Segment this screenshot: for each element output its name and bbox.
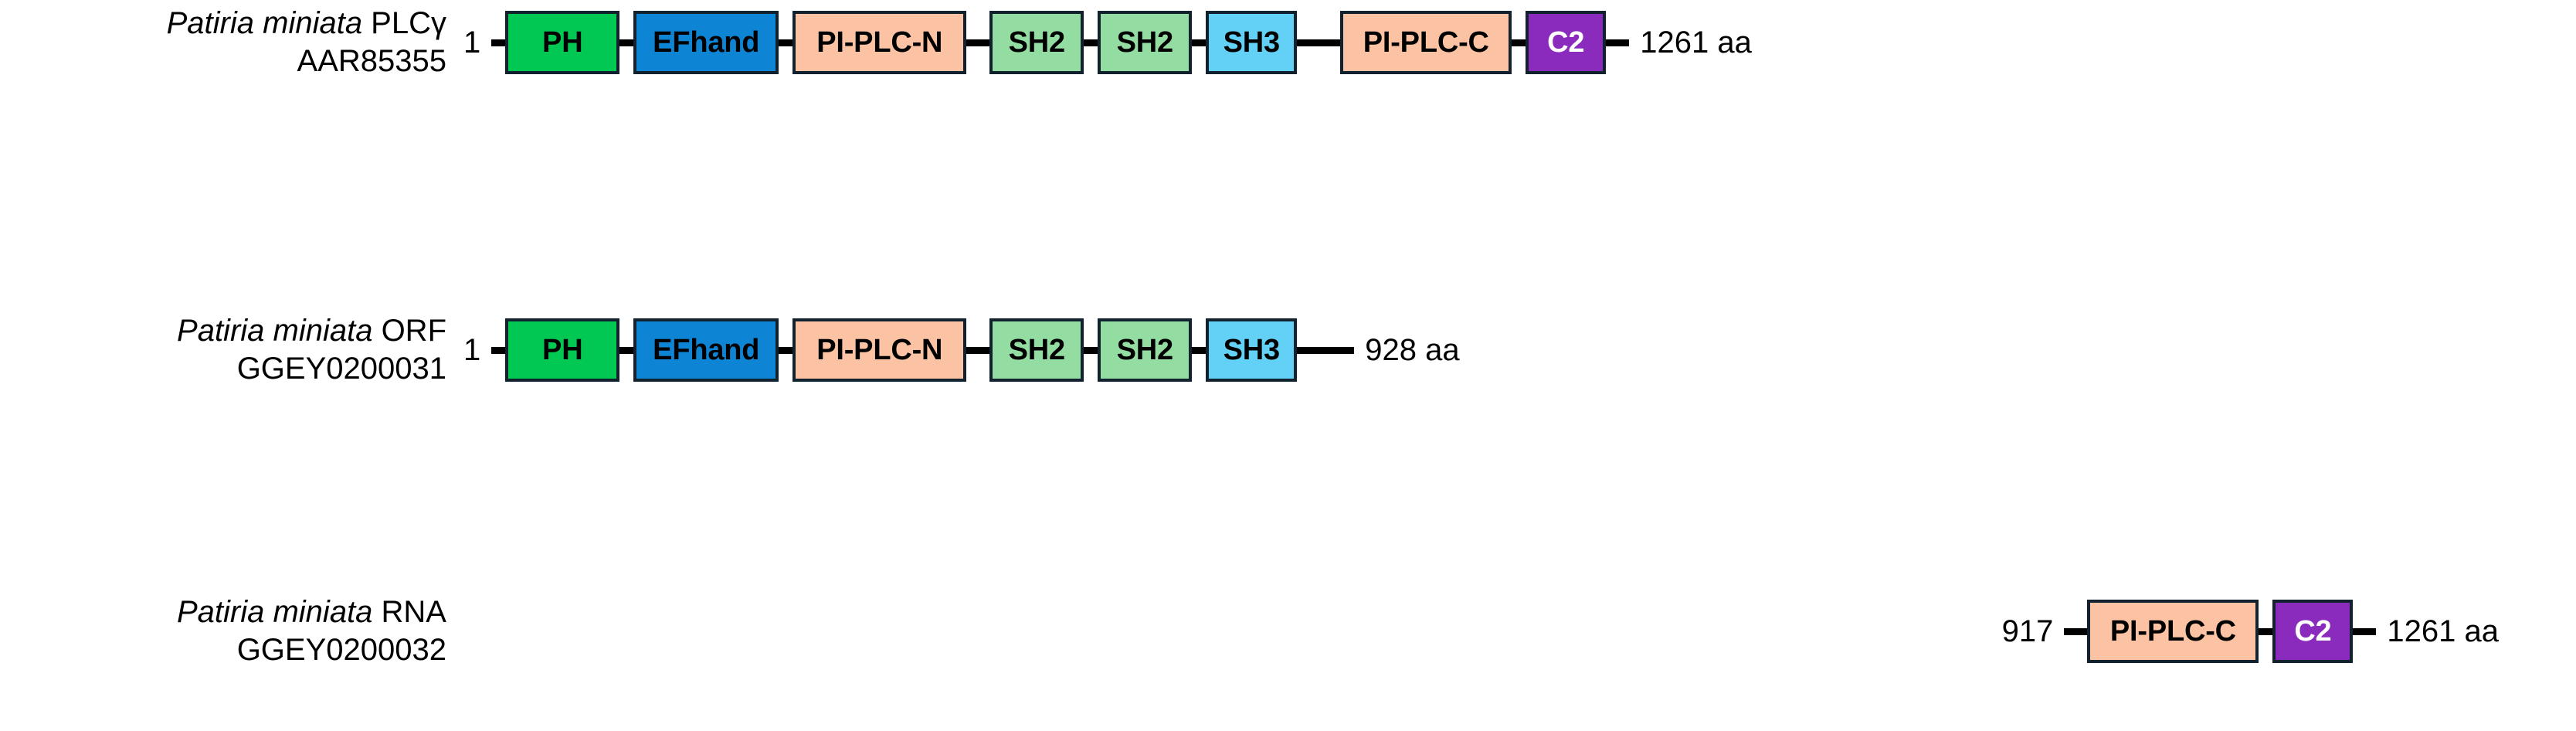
domain-label: SH2 — [1116, 333, 1174, 366]
domain-label: PH — [542, 333, 583, 366]
connector-line — [2259, 627, 2273, 635]
domain-track-orf: 1 PH EFhand PI-PLC-N SH2 SH2 SH3 928 aa — [463, 308, 2576, 393]
accession-number: GGEY0200031 — [236, 352, 446, 386]
connector-line — [779, 39, 793, 46]
domain-box-ph: PH — [505, 318, 620, 382]
domain-label: PH — [542, 26, 583, 59]
domain-box-c2: C2 — [1526, 11, 1607, 74]
protein-name-suffix: RNA — [372, 595, 446, 630]
start-position-label: 1 — [463, 332, 481, 367]
domain-label: SH2 — [1008, 333, 1066, 366]
protein-name-suffix: PLCγ — [362, 6, 446, 41]
end-position-label: 1261 aa — [1640, 25, 1752, 60]
protein-name-line: Patiria miniata PLCγ — [0, 5, 446, 42]
domain-box-pi-plc-c: PI-PLC-C — [1340, 11, 1512, 74]
domain-box-sh2-first: SH2 — [989, 11, 1084, 74]
domain-box-pi-plc-n: PI-PLC-N — [792, 318, 967, 382]
domain-label: SH2 — [1116, 26, 1174, 59]
domain-label: EFhand — [653, 26, 760, 59]
domain-label: C2 — [1547, 26, 1585, 59]
protein-label-rna: Patiria miniata RNA GGEY0200032 — [0, 593, 463, 669]
connector-line — [1192, 39, 1207, 46]
connector-line — [966, 39, 990, 46]
species-name: Patiria miniata — [177, 314, 373, 348]
start-position-label: 1 — [463, 25, 481, 60]
domain-box-pi-plc-c: PI-PLC-C — [2087, 600, 2259, 663]
protein-name-line: Patiria miniata ORF — [0, 312, 446, 350]
species-name: Patiria miniata — [166, 6, 363, 41]
protein-row-rna: Patiria miniata RNA GGEY0200032 917 PI-P… — [0, 589, 2576, 674]
domain-label: EFhand — [653, 333, 760, 366]
domain-box-sh3: SH3 — [1206, 318, 1298, 382]
connector-line — [1297, 346, 1355, 354]
domain-box-sh2-second: SH2 — [1098, 318, 1193, 382]
connector-line — [491, 346, 506, 354]
connector-line — [1297, 39, 1341, 46]
domain-box-pi-plc-n: PI-PLC-N — [792, 11, 967, 74]
connector-line — [619, 346, 634, 354]
domain-label: SH3 — [1223, 333, 1281, 366]
connector-line — [966, 346, 990, 354]
accession-number: AAR85355 — [297, 44, 446, 78]
connector-line — [1084, 39, 1098, 46]
domain-box-c2: C2 — [2272, 600, 2354, 663]
protein-row-orf: Patiria miniata ORF GGEY0200031 1 PH EFh… — [0, 308, 2576, 393]
protein-row-plcg: Patiria miniata PLCγ AAR85355 1 PH EFhan… — [0, 0, 2576, 85]
domain-box-efhand: EFhand — [633, 318, 779, 382]
domain-track-rna: 917 PI-PLC-C C2 1261 aa — [463, 589, 2576, 674]
domain-box-efhand: EFhand — [633, 11, 779, 74]
connector-line — [619, 39, 634, 46]
domain-label: PI-PLC-N — [816, 26, 943, 59]
end-position-label: 928 aa — [1365, 332, 1460, 367]
connector-line — [2064, 627, 2088, 635]
domain-label: SH3 — [1223, 26, 1281, 59]
domain-box-sh2-first: SH2 — [989, 318, 1084, 382]
protein-name-suffix: ORF — [372, 314, 446, 348]
domain-label: SH2 — [1008, 26, 1066, 59]
species-name: Patiria miniata — [176, 595, 373, 630]
connector-line — [2353, 627, 2377, 635]
domain-box-sh2-second: SH2 — [1098, 11, 1193, 74]
domain-label: PI-PLC-C — [1363, 26, 1489, 59]
protein-name-line: Patiria miniata RNA — [0, 593, 446, 631]
start-position-label: 917 — [2001, 614, 2054, 648]
domain-box-ph: PH — [505, 11, 620, 74]
connector-line — [1606, 39, 1630, 46]
connector-line — [491, 39, 506, 46]
protein-label-orf: Patiria miniata ORF GGEY0200031 — [0, 312, 463, 388]
protein-label-plcg: Patiria miniata PLCγ AAR85355 — [0, 5, 463, 80]
connector-line — [1084, 346, 1098, 354]
domain-track-plcg: 1 PH EFhand PI-PLC-N SH2 SH2 SH3 PI-PLC-… — [463, 0, 2576, 85]
connector-line — [779, 346, 793, 354]
domain-label: PI-PLC-N — [816, 333, 943, 366]
domain-box-sh3: SH3 — [1206, 11, 1298, 74]
accession-number: GGEY0200032 — [236, 633, 446, 667]
domain-label: PI-PLC-C — [2109, 614, 2236, 648]
end-position-label: 1261 aa — [2387, 614, 2499, 648]
connector-line — [1192, 346, 1207, 354]
connector-line — [1512, 39, 1526, 46]
domain-label: C2 — [2294, 614, 2332, 648]
